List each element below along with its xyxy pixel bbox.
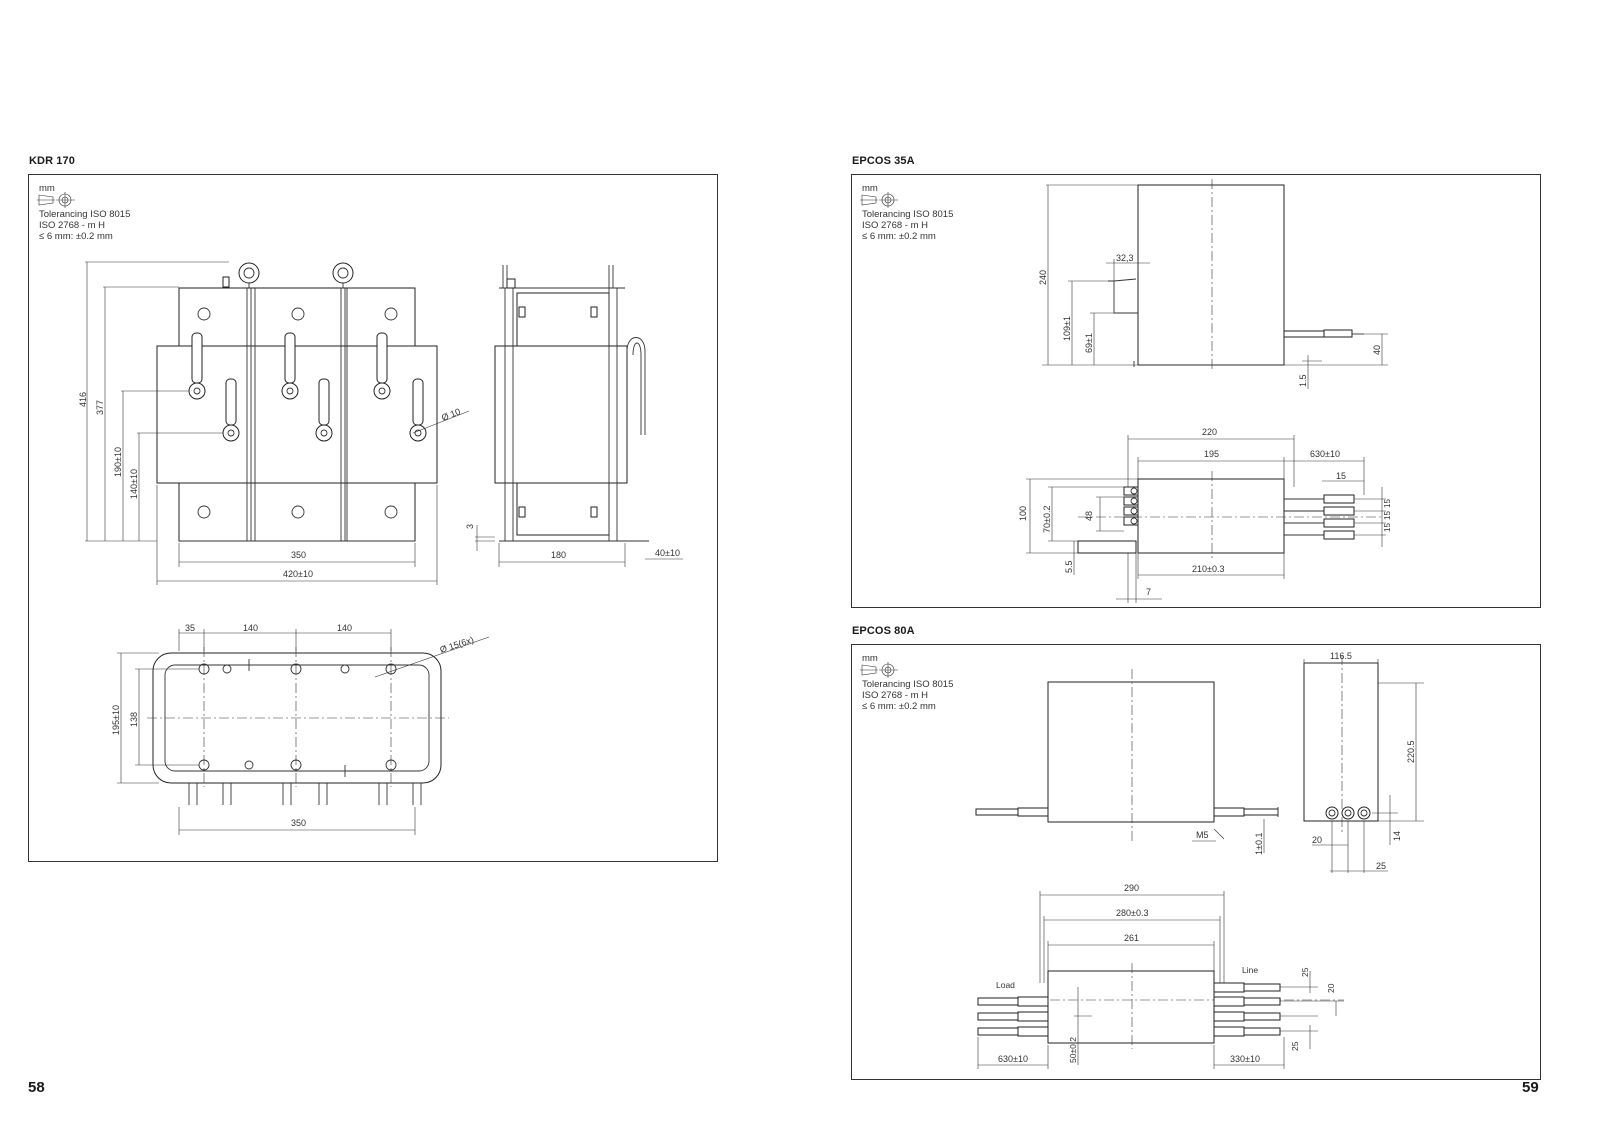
unit-note: mm xyxy=(862,183,878,194)
small-dims-note: ≤ 6 mm: ±0.2 mm xyxy=(39,231,113,242)
iso-note: ISO 2768 - m H xyxy=(39,220,105,231)
dim-25-bottom: 25 xyxy=(1290,1041,1300,1051)
dim-25: 25 xyxy=(1376,861,1386,871)
dim-195: 195 xyxy=(1204,449,1219,459)
dim-50: 50±0.2 xyxy=(1068,1037,1078,1063)
dim-350: 350 xyxy=(291,550,306,560)
epcos80-top-dims: 290 280±0.3 261 Load Line 25 20 25 50±0.… xyxy=(977,883,1344,1069)
dim-210: 210±0.3 xyxy=(1192,564,1224,574)
dim-630: 630±10 xyxy=(1310,449,1340,459)
kdr170-front-dims: 416 377 190±10 140±10 350 420±10 Ø 10 xyxy=(78,261,470,585)
dim-109: 109±1 xyxy=(1062,316,1072,341)
epcos35-title: EPCOS 35A xyxy=(852,155,915,167)
dim-69: 69±1 xyxy=(1084,333,1094,353)
dim-32-3: 32,3 xyxy=(1116,253,1134,263)
dim-195: 195±10 xyxy=(111,705,121,735)
dim-416: 416 xyxy=(78,392,88,407)
dim-14: 14 xyxy=(1392,831,1402,841)
dim-100: 100 xyxy=(1018,506,1028,521)
label-line: Line xyxy=(1242,965,1258,975)
dim-15-b: 15 xyxy=(1383,511,1392,520)
dim-420: 420±10 xyxy=(283,569,313,579)
tolerancing-note: Tolerancing ISO 8015 xyxy=(862,209,953,220)
projection-symbol xyxy=(37,192,75,208)
projection-symbol xyxy=(860,662,898,678)
dim-20: 20 xyxy=(1312,835,1322,845)
label-load: Load xyxy=(996,980,1015,990)
projection-symbol xyxy=(860,192,898,208)
dim-5-5: 5.5 xyxy=(1064,560,1074,573)
kdr170-plan-view xyxy=(147,647,449,805)
dim-7: 7 xyxy=(1146,587,1151,597)
dim-15-c: 15 xyxy=(1383,523,1392,532)
dim-1-0-1: 1±0.1 xyxy=(1254,833,1264,855)
dim-140: 140±10 xyxy=(129,469,139,499)
kdr170-front-view xyxy=(156,262,438,542)
epcos80-side-dims: 116.5 220.5 14 20 25 xyxy=(1303,651,1424,873)
dim-190: 190±10 xyxy=(113,447,123,477)
dim-350-bottom: 350 xyxy=(291,818,306,828)
epcos35-top-view xyxy=(1077,471,1382,561)
iso-note: ISO 2768 - m H xyxy=(862,220,928,231)
epcos35-side-view xyxy=(1108,179,1364,371)
dim-70: 70±0.2 xyxy=(1042,506,1052,533)
epcos80-drawing-frame: mm Tolerancing ISO 8015 ISO 2768 - m H ≤… xyxy=(851,644,1541,1080)
unit-note: mm xyxy=(39,183,55,194)
kdr170-drawing: mm Tolerancing ISO 8015 ISO 2768 - m H ≤… xyxy=(37,183,683,835)
dim-1-5: 1.5 xyxy=(1298,374,1308,387)
epcos35-drawing: mm Tolerancing ISO 8015 ISO 2768 - m H ≤… xyxy=(860,179,1392,603)
small-dims-note: ≤ 6 mm: ±0.2 mm xyxy=(862,231,936,242)
dim-15: 15 xyxy=(1336,471,1346,481)
dim-220-5: 220.5 xyxy=(1406,740,1416,763)
epcos35-drawing-frame: mm Tolerancing ISO 8015 ISO 2768 - m H ≤… xyxy=(851,174,1541,608)
epcos35-side-dims: 240 32,3 109±1 69±1 40 1.5 xyxy=(1038,184,1388,389)
dim-dia10: Ø 10 xyxy=(440,406,462,423)
tolerancing-note: Tolerancing ISO 8015 xyxy=(862,679,953,690)
dim-40: 40±10 xyxy=(655,548,680,558)
tolerancing-note: Tolerancing ISO 8015 xyxy=(39,209,130,220)
dim-dia15: Ø 15(6x) xyxy=(439,635,475,655)
dim-15-a: 15 xyxy=(1383,499,1392,508)
dim-280: 280±0.3 xyxy=(1116,908,1148,918)
kdr170-side-view xyxy=(494,265,649,542)
epcos80-top-view xyxy=(977,963,1344,1049)
kdr170-drawing-frame: mm Tolerancing ISO 8015 ISO 2768 - m H ≤… xyxy=(28,174,718,862)
dim-261: 261 xyxy=(1124,933,1139,943)
epcos80-front-view xyxy=(975,669,1279,843)
page-number-left: 58 xyxy=(28,1079,45,1096)
dim-630-bottom: 630±10 xyxy=(998,1054,1028,1064)
dim-3: 3 xyxy=(465,524,475,529)
dim-330-bottom: 330±10 xyxy=(1230,1054,1260,1064)
dim-48: 48 xyxy=(1084,511,1094,521)
dim-377: 377 xyxy=(95,400,105,415)
dim-220: 220 xyxy=(1202,427,1217,437)
kdr170-side-dims: 3 180 40±10 xyxy=(465,524,683,567)
unit-note: mm xyxy=(862,653,878,664)
dim-20-top: 20 xyxy=(1326,983,1336,993)
dim-140b: 140 xyxy=(337,623,352,633)
iso-note: ISO 2768 - m H xyxy=(862,690,928,701)
dim-25-top: 25 xyxy=(1300,967,1310,977)
dim-240: 240 xyxy=(1038,270,1048,285)
dim-138: 138 xyxy=(129,712,139,727)
dim-40: 40 xyxy=(1372,345,1382,355)
dim-m5: M5 xyxy=(1196,830,1209,840)
kdr170-title: KDR 170 xyxy=(29,155,75,167)
dim-116-5: 116.5 xyxy=(1330,651,1352,661)
epcos35-top-dims: 220 195 630±10 15 100 70±0.2 48 15 15 15… xyxy=(1018,427,1392,603)
epcos80-front-dims: M5 1±0.1 xyxy=(1192,814,1272,855)
page-number-right: 59 xyxy=(1522,1079,1539,1096)
epcos80-drawing: mm Tolerancing ISO 8015 ISO 2768 - m H ≤… xyxy=(860,651,1424,1069)
dim-180: 180 xyxy=(551,550,566,560)
small-dims-note: ≤ 6 mm: ±0.2 mm xyxy=(862,701,936,712)
epcos80-side-view xyxy=(1303,655,1379,835)
epcos80-title: EPCOS 80A xyxy=(852,625,915,637)
dim-140a: 140 xyxy=(243,623,258,633)
dim-290: 290 xyxy=(1124,883,1139,893)
dim-35: 35 xyxy=(185,623,195,633)
